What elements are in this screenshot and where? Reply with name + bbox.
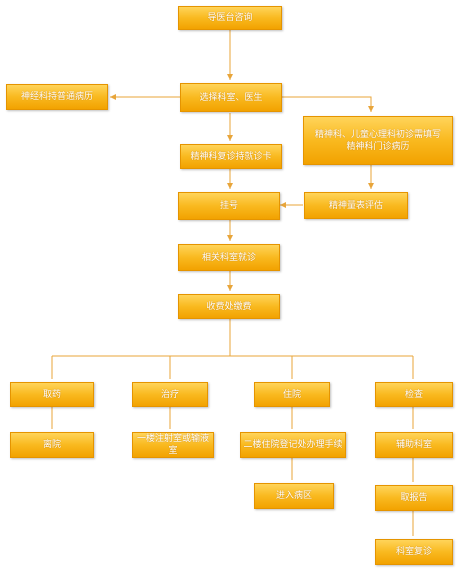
node-revisit-card-label: 精神科复诊持就诊卡 bbox=[190, 151, 272, 162]
node-neuro-record-label: 神经科持普通病历 bbox=[20, 92, 93, 102]
node-exam-label: 检查 bbox=[404, 389, 423, 400]
node-scale-assessment-label: 精神量表评估 bbox=[328, 200, 383, 211]
node-revisit: 科室复诊 bbox=[375, 539, 453, 565]
node-aux-dept: 辅助科室 bbox=[375, 432, 453, 458]
node-select-department-label: 选择科室、医生 bbox=[199, 92, 263, 103]
node-medicine-label: 取药 bbox=[42, 389, 61, 400]
node-psych-record-line1: 精神科、儿童心理科初诊需填写 bbox=[314, 129, 441, 140]
node-ward: 进入病区 bbox=[254, 483, 334, 509]
node-hospitalize: 住院 bbox=[254, 382, 330, 407]
node-revisit-label: 科室复诊 bbox=[395, 547, 432, 557]
node-revisit-card: 精神科复诊持就诊卡 bbox=[180, 144, 282, 169]
arrow-select-to-psych-record bbox=[281, 96, 374, 112]
node-psych-record: 精神科、儿童心理科初诊需填写 精神科门诊病历 bbox=[303, 116, 453, 165]
node-payment-label: 收费处缴费 bbox=[206, 301, 252, 312]
node-treatment: 治疗 bbox=[132, 382, 208, 407]
node-scale-assessment: 精神量表评估 bbox=[304, 192, 408, 219]
node-select-department: 选择科室、医生 bbox=[180, 83, 282, 112]
node-psych-record-line2: 精神科门诊病历 bbox=[346, 141, 410, 152]
node-injection-room: 一楼注射室或输液室 bbox=[132, 432, 214, 458]
node-ward-label: 进入病区 bbox=[275, 491, 312, 501]
node-dept-visit: 相关科室就诊 bbox=[178, 244, 280, 271]
node-exam: 检查 bbox=[375, 382, 453, 407]
node-treatment-label: 治疗 bbox=[160, 389, 179, 400]
node-admission-office-label: 二楼住院登记处办理手续 bbox=[243, 440, 343, 450]
node-hospitalize-label: 住院 bbox=[282, 389, 301, 400]
node-payment: 收费处缴费 bbox=[178, 294, 280, 319]
node-report-label: 取报告 bbox=[400, 493, 428, 503]
node-consult-label: 导医台咨询 bbox=[207, 13, 253, 23]
node-aux-dept-label: 辅助科室 bbox=[395, 440, 432, 450]
node-leave-label: 离院 bbox=[42, 440, 61, 450]
node-consult: 导医台咨询 bbox=[178, 6, 282, 30]
node-admission-office: 二楼住院登记处办理手续 bbox=[240, 432, 346, 458]
node-injection-room-label: 一楼注射室或输液室 bbox=[136, 434, 209, 456]
node-register: 挂号 bbox=[178, 192, 280, 220]
node-neuro-record: 神经科持普通病历 bbox=[6, 84, 108, 110]
node-dept-visit-label: 相关科室就诊 bbox=[201, 252, 256, 263]
node-leave: 离院 bbox=[10, 432, 94, 458]
node-register-label: 挂号 bbox=[219, 201, 238, 211]
node-report: 取报告 bbox=[375, 485, 453, 511]
node-medicine: 取药 bbox=[10, 382, 94, 407]
